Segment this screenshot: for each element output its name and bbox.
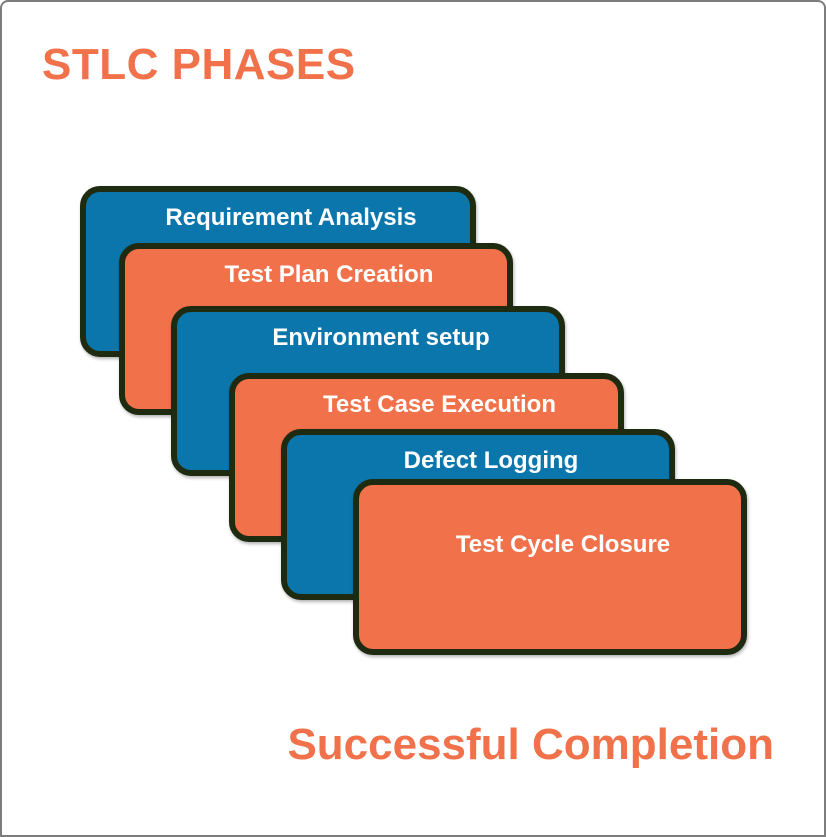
phase-label: Environment setup bbox=[272, 324, 490, 351]
phase-label: Defect Logging bbox=[403, 447, 579, 474]
phase-label: Test Case Execution bbox=[323, 391, 556, 418]
phase-label: Requirement Analysis bbox=[165, 204, 417, 231]
phase-label: Test Plan Creation bbox=[224, 261, 434, 288]
phase-card-test-cycle-closure: Test Cycle Closure bbox=[353, 479, 747, 655]
footer-title: Successful Completion bbox=[287, 720, 774, 769]
phase-label: Test Cycle Closure bbox=[455, 531, 671, 558]
page-title: STLC PHASES bbox=[42, 40, 356, 89]
